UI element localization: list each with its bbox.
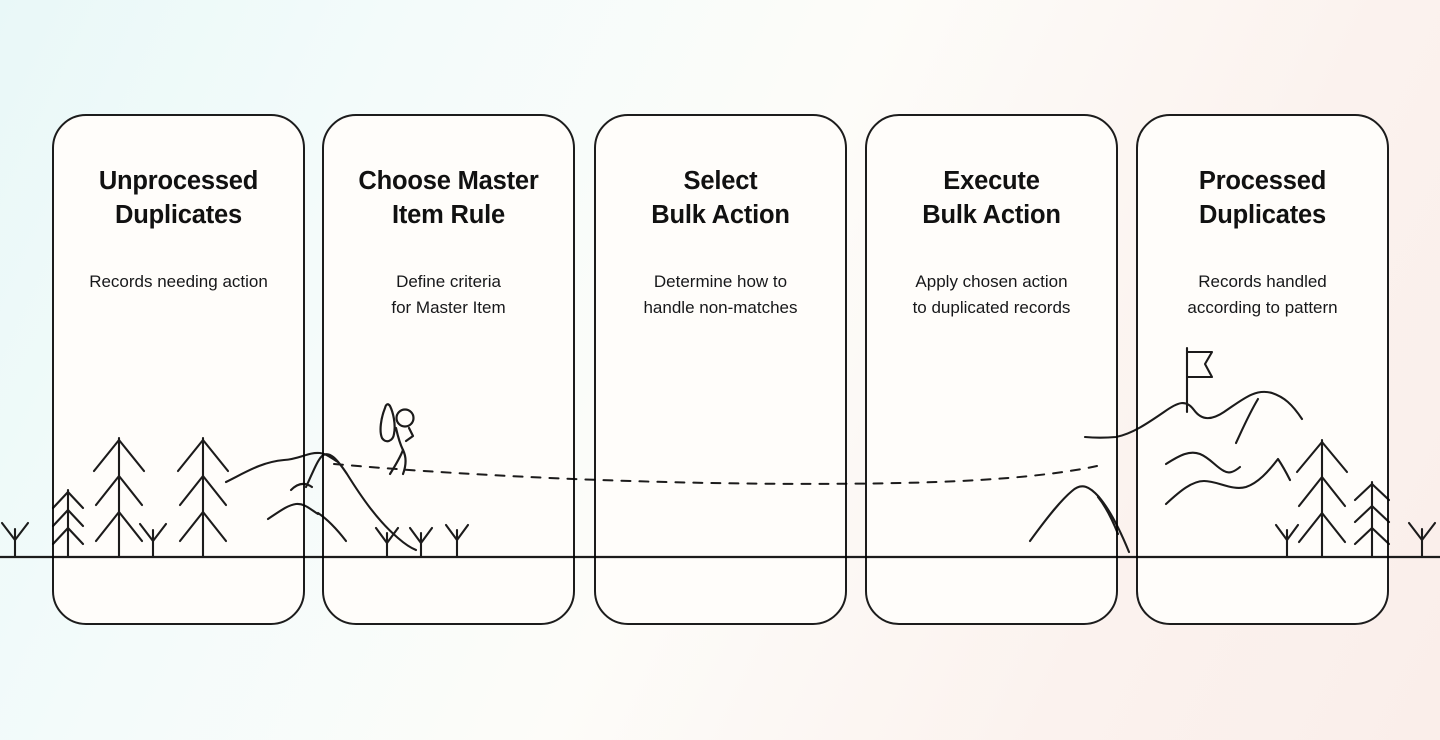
step-card-subtitle: Records handled according to pattern xyxy=(1187,272,1338,317)
step-card-subtitle: Define criteria for Master Item xyxy=(391,272,506,317)
step-card-choose-master-item-rule[interactable]: Choose Master Item Rule Define criteria … xyxy=(322,114,575,625)
step-card-title: Unprocessed Duplicates xyxy=(98,167,259,229)
step-card-subtitle: Apply chosen action to duplicated record… xyxy=(912,272,1071,317)
step-card-select-bulk-action[interactable]: Select Bulk Action Determine how to hand… xyxy=(594,114,847,625)
step-card-title: Processed Duplicates xyxy=(1198,167,1327,229)
step-card-subtitle: Records needing action xyxy=(89,272,268,291)
step-card-title: Choose Master Item Rule xyxy=(358,167,539,229)
step-card-execute-bulk-action[interactable]: Execute Bulk Action Apply chosen action … xyxy=(865,114,1118,625)
step-card-unprocessed-duplicates[interactable]: Unprocessed Duplicates Records needing a… xyxy=(52,114,305,625)
step-card-title: Select Bulk Action xyxy=(651,167,790,229)
step-card-processed-duplicates[interactable]: Processed Duplicates Records handled acc… xyxy=(1136,114,1389,625)
step-card-subtitle: Determine how to handle non-matches xyxy=(643,272,798,317)
step-card-title: Execute Bulk Action xyxy=(922,167,1061,229)
